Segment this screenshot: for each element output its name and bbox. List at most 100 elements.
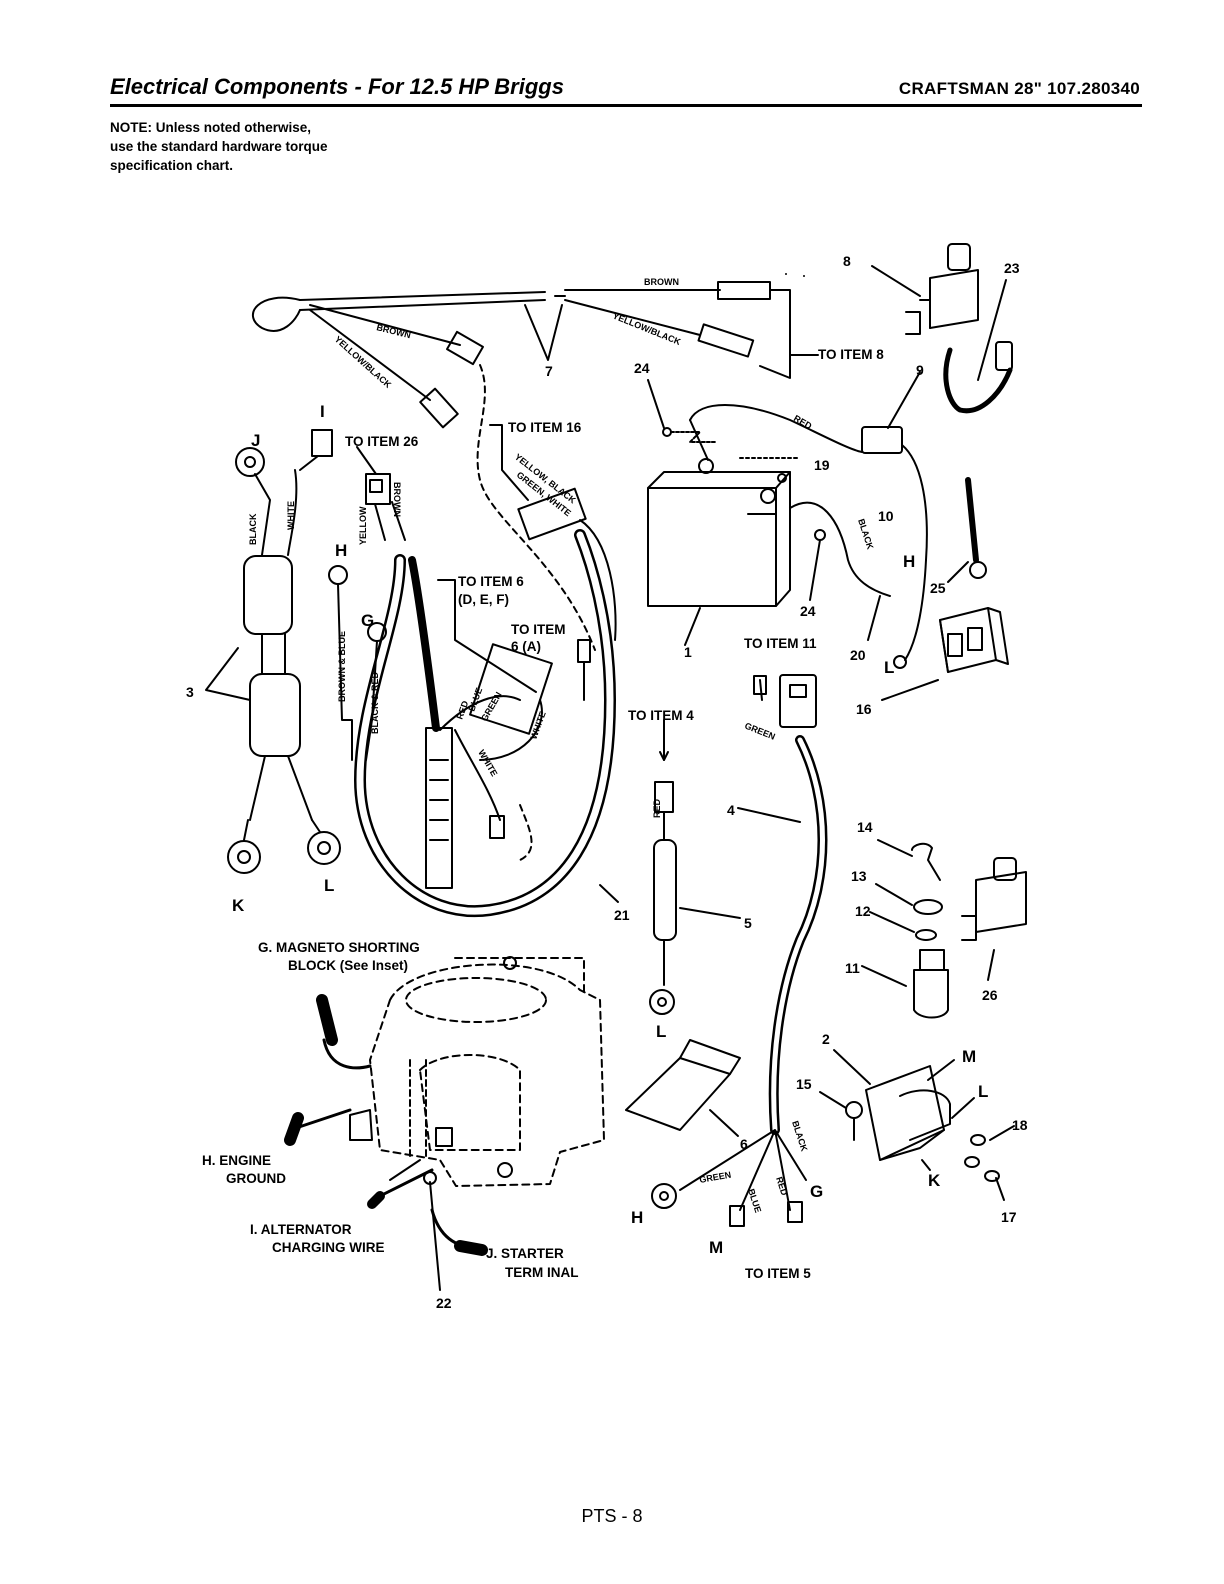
callout-26: 26 [982,987,998,1003]
callout-1: 1 [684,644,692,660]
callout-4: 4 [727,802,735,818]
note-line-1: NOTE: Unless noted otherwise, [110,120,312,135]
header-rule [110,104,1142,107]
callout-numbers: 1 2 3 4 5 6 7 8 9 10 11 12 13 14 15 16 1… [186,253,1028,1311]
callout-15: 15 [796,1076,812,1092]
wire-label-black-lead: BLACK [248,513,258,545]
wire-label-brown-left: BROWN [376,322,412,340]
callout-22: 22 [436,1295,452,1311]
ref-item-5: TO ITEM 5 [745,1266,811,1281]
note-line-3: specification chart. [110,158,234,173]
wire-label-green-harness: GREEN [479,690,504,723]
wire-label-blue-harness: BLUE [466,686,484,712]
callout-19: 19 [814,457,830,473]
ref-item-4: TO ITEM 4 [628,708,694,723]
main-harness-item-21 [354,487,619,918]
letter-m-ignition: M [962,1047,976,1066]
harness-item-7 [251,281,819,651]
page-title: Electrical Components - For 12.5 HP Brig… [110,74,564,99]
callout-10: 10 [878,508,894,524]
callout-25: 25 [930,580,946,596]
letter-h-bottom: H [631,1208,643,1227]
callout-8: 8 [843,253,851,269]
callout-6: 6 [740,1136,748,1152]
callout-17: 17 [1001,1209,1017,1225]
ref-item-6a-line1: TO ITEM [511,622,566,637]
ref-item-6-def-line1: TO ITEM 6 [458,574,524,589]
wire-label-red-bottom: RED [774,1176,790,1198]
ref-item-8: TO ITEM 8 [818,347,884,362]
ref-item-26: TO ITEM 26 [345,434,419,449]
callout-18: 18 [1012,1117,1028,1133]
caption-h-line1: H. ENGINE [202,1153,271,1168]
callout-21: 21 [614,907,630,923]
model-number: CRAFTSMAN 28" 107.280340 [898,79,1140,98]
switch-item-8 [871,243,979,335]
callout-16: 16 [856,701,872,717]
ref-item-11: TO ITEM 11 [744,636,817,651]
wire-label-brown-top: BROWN [644,277,679,287]
letter-h-left: H [335,541,347,560]
caption-g-line2: BLOCK (See Inset) [288,958,408,973]
wire-label-brown-blue: BROWN & BLUE [337,631,347,702]
callout-7: 7 [545,363,553,379]
ref-item-16: TO ITEM 16 [508,420,582,435]
wire-label-brown-connector: BROWN [392,482,402,517]
caption-h-line2: GROUND [226,1171,286,1186]
engine-outline [349,956,605,1187]
ignition-bracket-item-2 [833,1049,975,1171]
callout-23: 23 [1004,260,1020,276]
wire-label-white-lower: WHITE [476,748,499,778]
letter-k-ignition: K [928,1171,941,1190]
page-number: PTS - 8 [581,1506,643,1526]
wire-label-white-lead: WHITE [286,501,296,530]
letter-k-left: K [232,896,245,915]
callout-9: 9 [916,362,924,378]
callout-3: 3 [186,684,194,700]
wire-label-yellow: YELLOW [358,506,368,545]
callout-24-top: 24 [634,360,650,376]
callout-20: 20 [850,647,866,663]
wire-label-black-battery: BLACK [856,518,875,552]
callout-5: 5 [744,915,752,931]
letter-m-bottom: M [709,1238,723,1257]
wire-label-yellow-black-left: YELLOW/BLACK [333,334,394,390]
caption-j-line1: J. STARTER [486,1246,564,1261]
letter-l-right: L [884,658,894,677]
reference-letters: I J H G K L H L L M L K G H M [232,402,988,1257]
connector-item-6 [625,1039,741,1137]
callout-24-bottom: 24 [800,603,816,619]
letter-h-right: H [903,552,915,571]
caption-g-line1: G. MAGNETO SHORTING [258,940,420,955]
letter-j: J [251,431,260,450]
callout-11: 11 [845,960,860,976]
caption-i-line2: CHARGING WIRE [272,1240,385,1255]
caption-j-line2: TERM INAL [505,1265,579,1280]
callout-2: 2 [822,1031,830,1047]
inset-captions: G. MAGNETO SHORTING BLOCK (See Inset) H.… [202,940,579,1280]
letter-l-fuse: L [656,1022,666,1041]
note: NOTE: Unless noted otherwise, use the st… [110,118,328,175]
note-line-2: use the standard hardware torque [110,139,328,154]
wire-label-black-red: BLACK & RED [370,672,380,734]
wire-label-green-bottom: GREEN [699,1170,732,1185]
ref-item-6a-line2: 6 (A) [511,639,541,654]
item-references: TO ITEM 26 TO ITEM 16 TO ITEM 8 TO ITEM … [345,347,884,1281]
ref-item-6-def-line2: (D, E, F) [458,592,509,607]
relay-item-16 [881,607,1009,701]
fuse-holder-item-5 [649,719,741,1015]
callout-12: 12 [855,903,871,919]
callout-13: 13 [851,868,867,884]
callout-14: 14 [857,819,873,835]
letter-g-left: G [361,611,374,630]
letter-l-ignition: L [978,1082,988,1101]
letter-g-bottom: G [810,1182,823,1201]
wire-label-yellow-black-top: YELLOW/BLACK [611,311,682,348]
wire-label-black-bottom: BLACK [790,1120,809,1154]
caption-i-line1: I. ALTERNATOR [250,1222,352,1237]
battery-item-1 [647,458,791,646]
wire-label-blue-bottom: BLUE [746,1188,763,1214]
wire-label-red-fuse: RED [652,798,662,818]
harness-item-4 [651,674,828,1227]
